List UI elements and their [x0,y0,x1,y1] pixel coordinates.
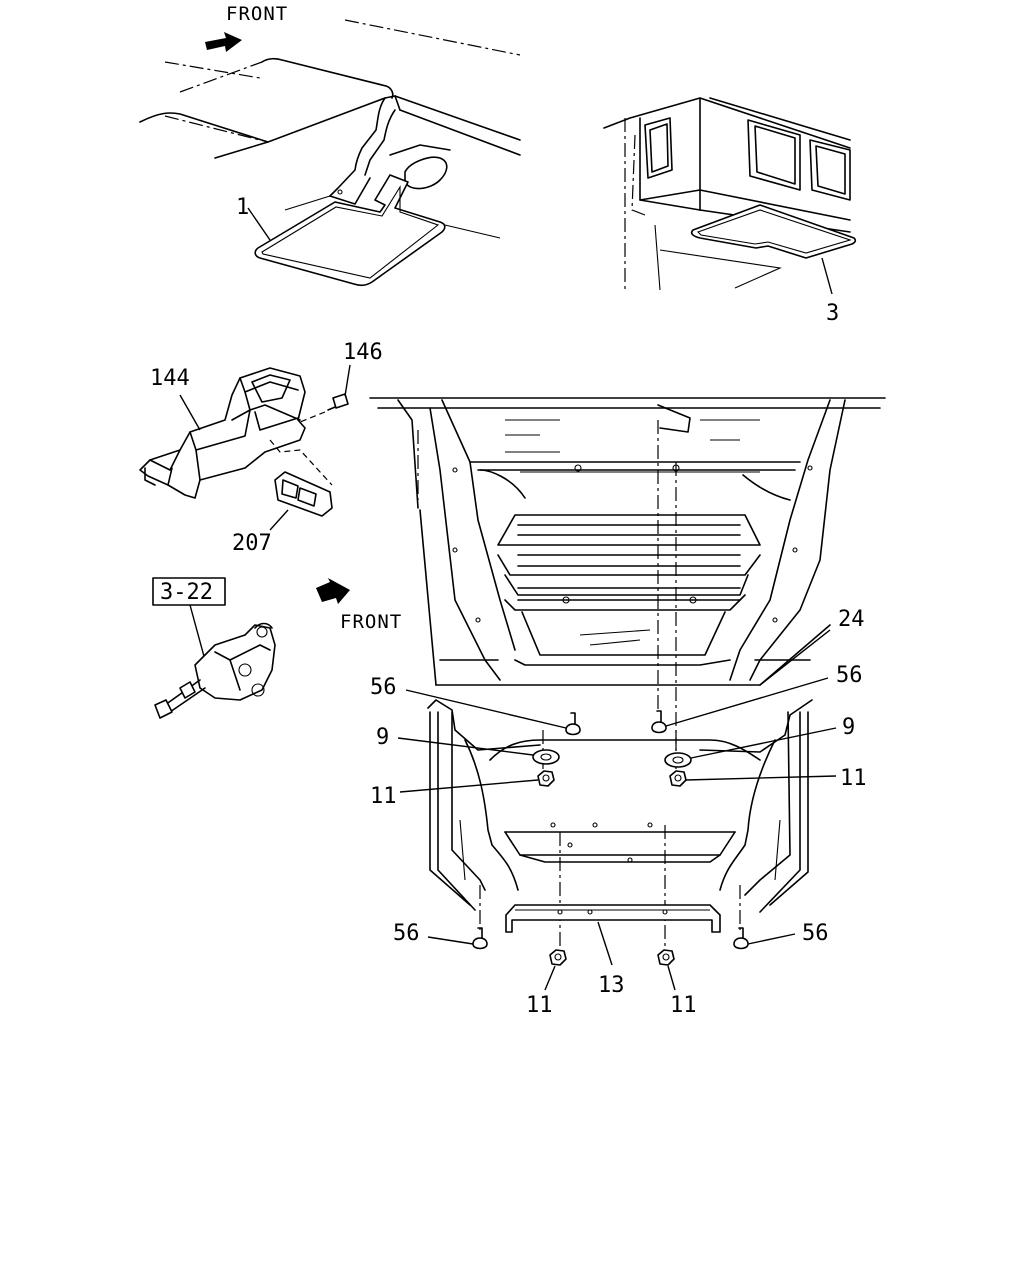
ref-box [152,577,226,606]
front-label-middle: FRONT [340,611,402,633]
callout-56-right: 56 [836,663,863,688]
callout-11-bottom-right: 11 [670,993,697,1018]
callout-56-bottom-right: 56 [802,921,829,946]
callout-9-left: 9 [376,725,389,750]
console-assembly: 146 144 207 [139,340,383,556]
bracket-13: 13 [505,904,721,998]
floor-mat-view-left: FRONT 1 [139,3,521,287]
callout-9-right: 9 [842,715,855,740]
callout-11-left: 11 [370,784,397,809]
front-arrow-icon [205,32,242,52]
callout-56-bottom-left: 56 [393,921,420,946]
callout-144: 144 [150,366,190,391]
callout-56-left: 56 [370,675,397,700]
callout-11-bottom-left: 11 [526,993,553,1018]
callout-11-right: 11 [840,766,867,791]
callout-24: 24 [838,607,865,632]
callout-3: 3 [826,301,839,326]
front-indicator-middle: FRONT [316,578,402,633]
callout-13: 13 [598,973,625,998]
lower-cover [427,699,813,950]
callout-146: 146 [343,340,383,365]
callout-207: 207 [232,531,272,556]
front-arrow-icon-2 [316,578,350,604]
ref-box-label: 3-22 [160,580,213,605]
front-label-top: FRONT [226,3,288,25]
reference-3-22: 3-22 [152,577,276,719]
floor-mat-view-right: 3 [603,97,857,326]
fasteners [472,710,749,966]
callout-1: 1 [236,195,249,220]
floor-panel: 24 [369,397,886,760]
callouts-lower: 56 56 9 9 11 11 56 56 11 11 [370,663,867,1018]
